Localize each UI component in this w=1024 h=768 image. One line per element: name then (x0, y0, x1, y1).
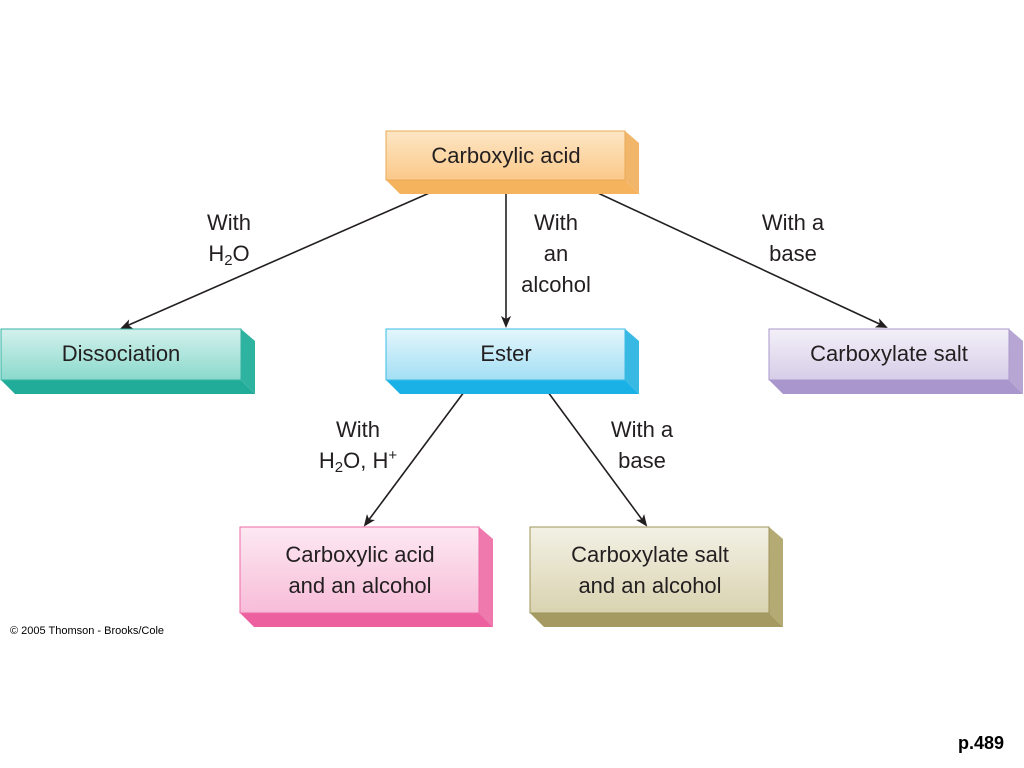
edge-label-with-base-top: With a base (748, 207, 838, 269)
node-acid-and-alcohol: Carboxylic acid and an alcohol (239, 526, 493, 627)
edge-label-with-base-top-line2: base (769, 241, 817, 266)
node-dissociation-label: Dissociation (62, 341, 181, 366)
node-ester: Ester (385, 328, 639, 394)
edge-label-with-base-bottom-line1: With a (610, 417, 674, 442)
edge-label-with-base-top-line1: With a (761, 210, 825, 235)
edge-label-with-base-bottom-line2: base (618, 448, 666, 473)
node-acid-and-alcohol-line1: Carboxylic acid (285, 542, 434, 567)
edge-label-with-base-bottom: With a base (597, 414, 687, 476)
edge-label-with-alcohol-line2: an (543, 241, 569, 266)
edge-label-with-alcohol-line3: alcohol (521, 272, 591, 297)
copyright-notice: © 2005 Thomson - Brooks/Cole (10, 625, 165, 637)
node-carboxylic-acid-label: Carboxylic acid (431, 143, 580, 168)
arrow-to-carboxylate-salt (584, 186, 888, 328)
node-carboxylate-salt-label: Carboxylate salt (810, 341, 968, 366)
node-salt-and-alcohol: Carboxylate salt and an alcohol (529, 526, 783, 627)
node-salt-and-alcohol-line1: Carboxylate salt (571, 542, 729, 567)
edge-label-with-water: With H2O (199, 207, 259, 269)
edge-label-with-water-acid: With H2O, H+ (303, 414, 413, 476)
node-salt-and-alcohol-line2: and an alcohol (578, 573, 721, 598)
node-acid-and-alcohol-line2: and an alcohol (288, 573, 431, 598)
page-number: p.489 (957, 733, 1004, 753)
edge-label-with-alcohol: With an alcohol (511, 207, 601, 300)
node-ester-label: Ester (480, 341, 531, 366)
edge-label-with-water-line1: With (207, 210, 251, 235)
edge-label-with-water-acid-line1: With (336, 417, 380, 442)
node-carboxylic-acid: Carboxylic acid (385, 130, 639, 194)
edge-label-with-water-acid-formula: H2O, H+ (318, 447, 398, 476)
arrow-to-dissociation (120, 186, 444, 329)
node-dissociation: Dissociation (0, 328, 255, 394)
arrow-to-salt-and-alcohol (544, 387, 648, 527)
arrow-to-acid-and-alcohol (363, 387, 468, 527)
edge-label-with-alcohol-line1: With (534, 210, 578, 235)
node-carboxylate-salt: Carboxylate salt (768, 328, 1023, 394)
edge-label-with-water-formula: H2O (208, 241, 250, 269)
